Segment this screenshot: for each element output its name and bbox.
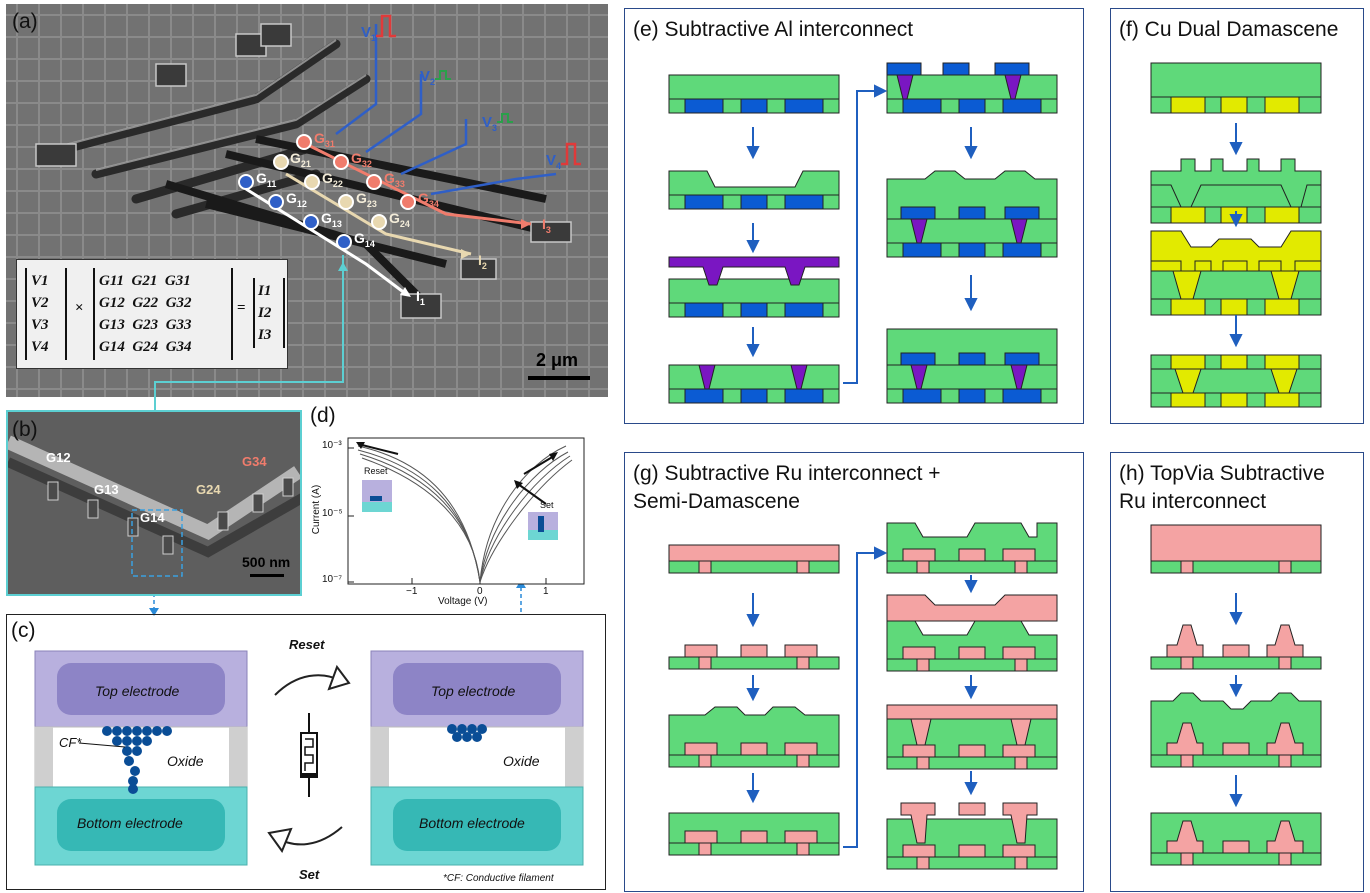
i1-label: I1: [416, 288, 425, 307]
d-ytick-3: 10⁻⁷: [322, 574, 343, 585]
node-label-g33: G33: [384, 170, 405, 189]
panel-a-label: (a): [12, 10, 38, 33]
conductance-matrix: G11 G21 G31 G12 G22 G32 G13 G23 G33 G14 …: [93, 268, 233, 360]
node-label-g23: G23: [356, 190, 377, 209]
b-label-g13: G13: [94, 482, 119, 497]
node-label-g11: G11: [256, 170, 277, 189]
panel-b-sem-image: (b) G12 G13 G14 G24 G34 500 nm: [6, 410, 302, 596]
node-label-g14: G14: [354, 230, 375, 249]
cf-footnote: *CF: Conductive filament: [443, 873, 554, 884]
b-label-g14: G14: [140, 510, 165, 525]
node-label-g24: G24: [389, 210, 410, 229]
node-label-g31: G31: [314, 130, 335, 149]
node-label-g21: G21: [290, 150, 311, 169]
panel-f-title: (f) Cu Dual Damascene: [1119, 18, 1339, 41]
d-ylabel: Current (A): [311, 484, 323, 535]
scalebar-b-label: 500 nm: [242, 554, 291, 570]
times-sign: ×: [75, 300, 84, 316]
current-vector: I1 I2 I3: [253, 278, 285, 348]
panel-f-graphic: [1150, 62, 1322, 408]
panel-f: (f) Cu Dual Damascene: [1110, 8, 1364, 424]
panel-d-iv-plot: (d) 10⁻³ 10⁻⁵ 10⁻⁷ −1 0 1 Voltage (V) Cu…: [306, 404, 606, 608]
b-label-g34: G34: [242, 454, 267, 469]
node-label-g22: G22: [322, 170, 343, 189]
panel-e-title: (e) Subtractive Al interconnect: [633, 18, 914, 41]
v2-label: V2: [420, 68, 436, 87]
panel-d-label: (d): [310, 404, 336, 427]
d-xtick-3: 1: [543, 586, 549, 597]
i3-label: I3: [542, 216, 551, 235]
voltage-vector: V1 V2 V3 V4: [25, 268, 67, 360]
panel-h-title-line1: (h) TopVia Subtractive: [1119, 462, 1325, 485]
d-xlabel: Voltage (V): [438, 596, 488, 607]
panel-g: (g) Subtractive Ru interconnect + Semi-D…: [624, 452, 1084, 892]
d-xtick-1: −1: [406, 586, 418, 597]
left-bottom-electrode-label: Bottom electrode: [77, 815, 183, 831]
panel-g-graphic: [668, 522, 1058, 870]
set-label: Set: [299, 867, 320, 882]
left-top-electrode-label: Top electrode: [95, 683, 180, 699]
right-top-electrode-label: Top electrode: [431, 683, 516, 699]
panel-h-graphic: [1150, 524, 1322, 866]
cf-label: CF*: [59, 735, 82, 750]
d-reset-label: Reset: [364, 466, 388, 476]
panel-e-graphic: [668, 62, 1058, 404]
panel-c-label: (c): [11, 619, 36, 642]
panel-h-title-line2: Ru interconnect: [1119, 490, 1267, 513]
v4-label: V4: [546, 152, 562, 171]
d-set-label: Set: [540, 500, 554, 510]
crossbar-equation: V1 V2 V3 V4 × G11 G21 G31 G12 G22 G32 G1…: [16, 259, 288, 369]
left-oxide-label: Oxide: [167, 753, 204, 769]
scalebar-a: [528, 376, 590, 380]
i2-label: I2: [478, 252, 487, 271]
d-xtick-2: 0: [477, 586, 483, 597]
right-oxide-label: Oxide: [503, 753, 540, 769]
b-label-g12: G12: [46, 450, 71, 465]
scalebar-b: [250, 574, 284, 577]
panel-e: (e) Subtractive Al interconnect: [624, 8, 1084, 424]
v1-label: V1: [361, 24, 377, 43]
panel-b-label: (b): [12, 418, 38, 441]
panel-g-title-line2: Semi-Damascene: [633, 490, 800, 513]
node-label-g32: G32: [351, 150, 372, 169]
node-label-g12: G12: [286, 190, 307, 209]
d-ytick-2: 10⁻⁵: [322, 508, 343, 519]
reset-label: Reset: [289, 637, 325, 652]
right-bottom-electrode-label: Bottom electrode: [419, 815, 525, 831]
b-label-g24: G24: [196, 482, 221, 497]
v3-label: V3: [482, 114, 498, 133]
node-label-g13: G13: [321, 210, 342, 229]
rram-graphic: [34, 650, 584, 866]
panel-g-title-line1: (g) Subtractive Ru interconnect +: [633, 462, 941, 485]
panel-a-sem-image: (a) V1 V2 V3 V4 I1 I2 I3 G31 G32 G33 G34…: [6, 4, 608, 397]
equals-sign: =: [237, 300, 246, 316]
d-ytick-1: 10⁻³: [322, 440, 342, 451]
iv-chart: [347, 437, 585, 585]
panel-h: (h) TopVia Subtractive Ru interconnect: [1110, 452, 1364, 892]
scalebar-a-label: 2 μm: [536, 350, 579, 370]
node-label-g34: G34: [418, 190, 439, 209]
panel-c-rram: (c): [6, 614, 606, 890]
panel-b-graphic: [8, 412, 300, 594]
